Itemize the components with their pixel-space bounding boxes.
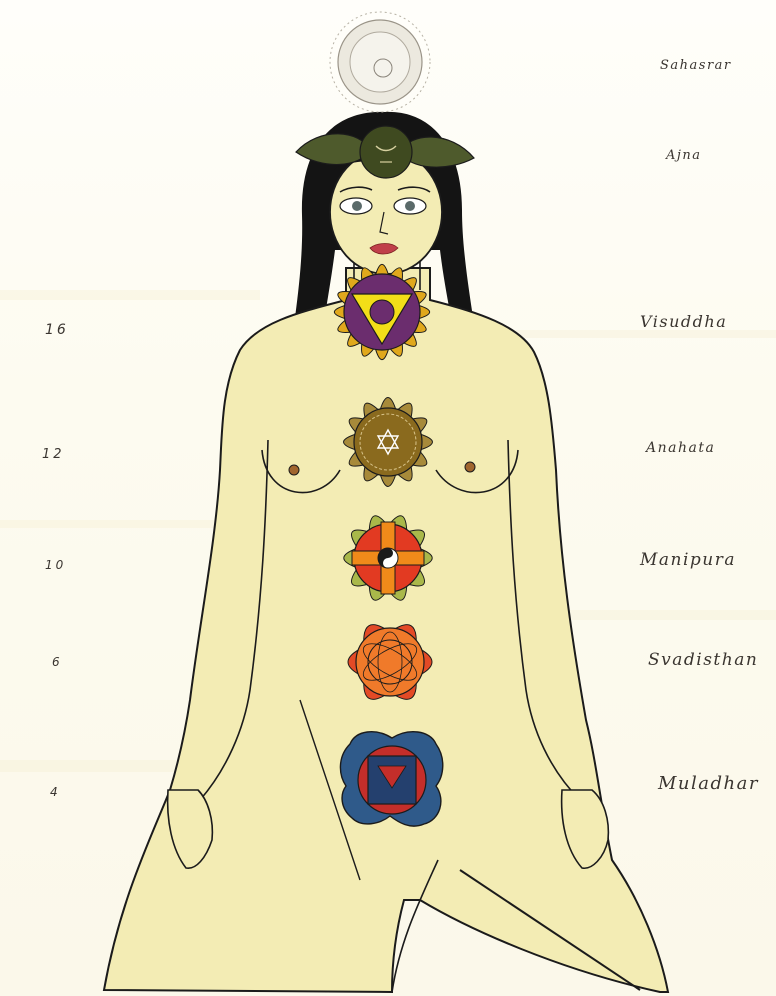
petal-count-svadisthan: 6 <box>52 655 63 669</box>
left-nipple <box>289 465 299 475</box>
petal-count-visuddha: 16 <box>45 322 69 338</box>
sahasrar-chakra <box>330 12 430 112</box>
label-svadisthan: Svadisthan <box>648 650 758 670</box>
label-visuddha: Visuddha <box>640 312 727 331</box>
visuddha-chakra <box>334 264 429 359</box>
label-sahasrar: Sahasrar <box>660 58 732 73</box>
petal-count-anahata: 12 <box>42 447 65 462</box>
muladhar-chakra <box>340 732 442 826</box>
label-anahata: Anahata <box>646 440 715 456</box>
label-ajna: Ajna <box>666 148 702 163</box>
label-muladhar: Muladhar <box>658 773 759 794</box>
label-manipura: Manipura <box>640 550 736 570</box>
petal-count-manipura: 10 <box>45 558 66 572</box>
right-iris <box>405 201 415 211</box>
petal-count-muladhar: 4 <box>50 785 61 799</box>
left-iris <box>352 201 362 211</box>
right-nipple <box>465 462 475 472</box>
